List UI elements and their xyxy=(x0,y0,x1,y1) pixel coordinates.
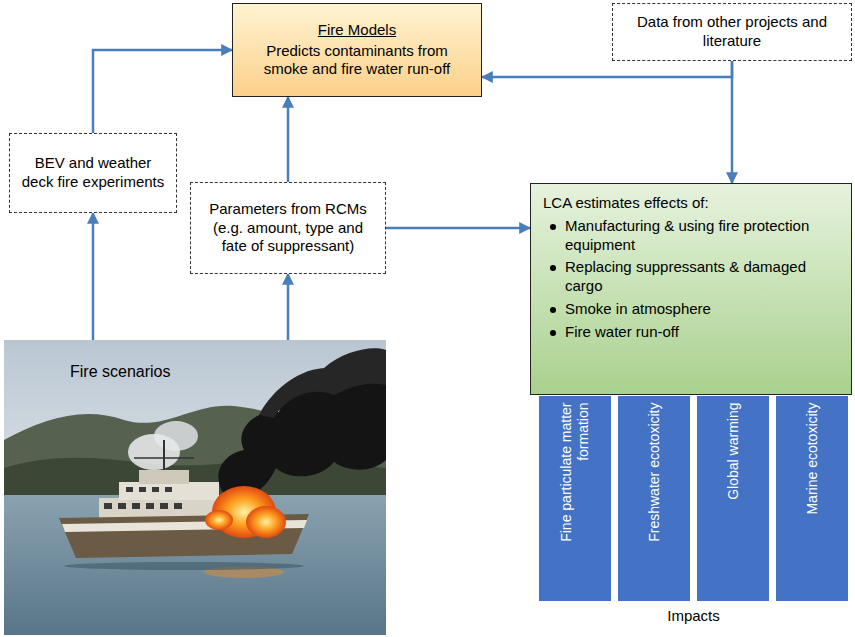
impact-label: Marine ecotoxicity xyxy=(804,402,821,595)
bullet-item: Smoke in atmosphere xyxy=(543,300,839,319)
flow-arrow xyxy=(287,97,290,182)
parameter-box: Parameters from RCMs (e.g. amount, type … xyxy=(190,182,386,274)
photo-caption: Fire scenarios xyxy=(70,362,170,382)
white-smoke xyxy=(154,421,198,451)
box-text: Data from other projects and literature xyxy=(623,13,841,51)
bullet-item: Fire water run-off xyxy=(543,323,839,342)
ship-fire-photo xyxy=(4,340,386,635)
impact-label: Global warming xyxy=(725,402,742,595)
bullet-item: Manufacturing & using fire protection eq… xyxy=(543,217,839,255)
impact-label: Fine particulate matter formation xyxy=(558,402,592,595)
box-text: Parameters from RCMs (e.g. amount, type … xyxy=(201,200,375,256)
windows xyxy=(104,487,182,509)
process-box: Fire ModelsPredicts contaminants from sm… xyxy=(232,3,482,97)
flow-arrow xyxy=(482,61,732,77)
impact-bar: Fine particulate matter formation xyxy=(539,396,611,601)
flames xyxy=(205,510,233,530)
flames xyxy=(246,506,286,538)
mast-spar xyxy=(134,457,194,459)
flow-arrow xyxy=(92,213,95,340)
black-smoke xyxy=(259,348,386,418)
experiment-box: BEV and weather deck fire experiments xyxy=(9,133,177,213)
lca-box: LCA estimates effects of: Manufacturing &… xyxy=(530,183,852,395)
flow-arrow xyxy=(386,227,530,230)
box-text: BEV and weather deck fire experiments xyxy=(20,154,166,192)
flow-arrow xyxy=(93,50,232,133)
impact-bar: Marine ecotoxicity xyxy=(776,396,848,601)
superstructure xyxy=(119,482,219,500)
bridge xyxy=(139,470,189,484)
impact-bar: Freshwater ecotoxicity xyxy=(618,396,690,601)
box-heading: Fire Models xyxy=(318,21,396,40)
bullet-item: Replacing suppressants & damaged cargo xyxy=(543,258,839,296)
sky xyxy=(4,340,386,500)
scenario-photo-panel: Fire scenarios xyxy=(4,340,386,635)
flow-arrow xyxy=(731,61,734,183)
impact-label: Freshwater ecotoxicity xyxy=(646,402,663,595)
group-label: Impacts xyxy=(539,607,848,624)
impact-bar: Global warming xyxy=(697,396,769,601)
data-source-box: Data from other projects and literature xyxy=(612,3,852,61)
box-heading: LCA estimates effects of: xyxy=(543,194,839,213)
sea xyxy=(4,495,386,635)
box-body: Predicts contaminants from smoke and fir… xyxy=(243,42,471,80)
flow-arrow xyxy=(287,274,290,340)
ship-shadow xyxy=(64,562,304,570)
